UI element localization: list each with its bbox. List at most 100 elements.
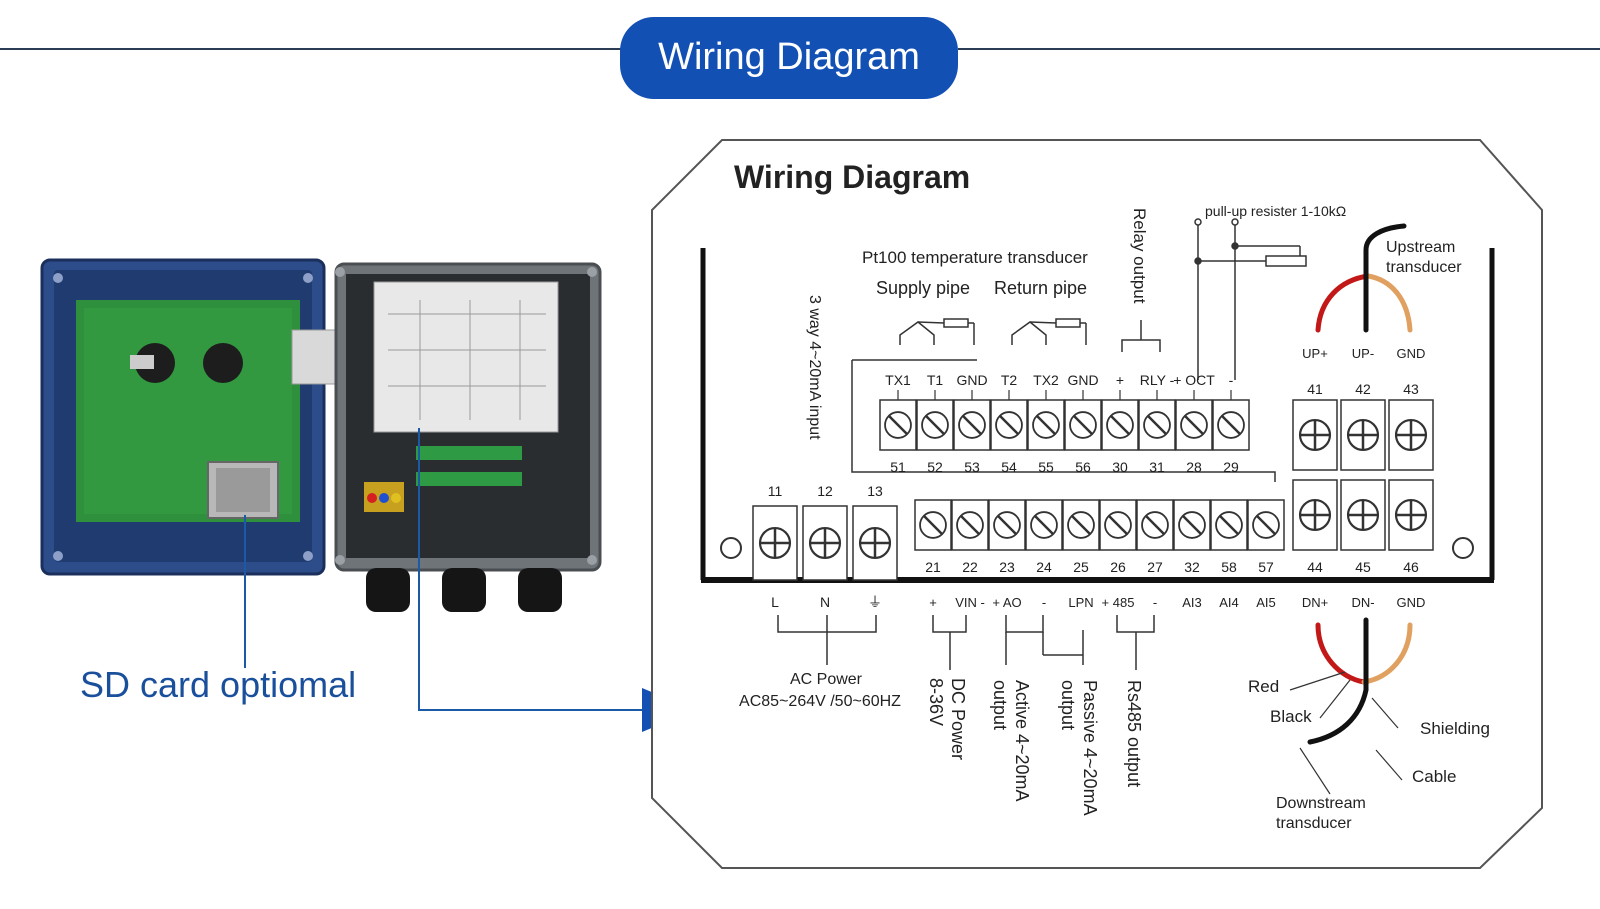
screw-terminal [852, 505, 898, 581]
terminal-label: + 485 [1102, 595, 1135, 610]
pullup-label: pull-up resister 1-10kΩ [1205, 203, 1346, 219]
screw-terminal [752, 505, 798, 581]
terminal-label: RLY - [1140, 372, 1175, 388]
ac-range-label: AC85~264V /50~60HZ [739, 693, 901, 710]
output-leader-lines [777, 615, 1155, 670]
terminal-number: 55 [1038, 459, 1054, 475]
terminal-label: - [1229, 372, 1234, 388]
screw-terminal [1173, 499, 1211, 551]
terminal-number: 11 [768, 483, 783, 499]
screw-terminal [1340, 479, 1386, 551]
pt100-symbols [851, 218, 1307, 482]
terminal-label: N [820, 594, 830, 610]
terminal-label: AI4 [1219, 595, 1239, 610]
relay-output-label: Relay output [1130, 208, 1149, 304]
terminal-number: 13 [867, 483, 883, 499]
screw-terminal [1175, 399, 1213, 451]
cable-label: Cable [1412, 767, 1456, 786]
terminal-number: 23 [999, 559, 1015, 575]
terminal-label: - [1153, 595, 1157, 610]
terminal-number: 51 [890, 459, 906, 475]
terminal-label: + [1116, 372, 1124, 388]
terminal-number: 22 [962, 559, 978, 575]
terminal-label: TX2 [1033, 372, 1059, 388]
terminal-number: 57 [1258, 559, 1274, 575]
red-wire-label: Red [1248, 677, 1279, 696]
terminal-label: L [771, 594, 779, 610]
screw-terminal [1062, 499, 1100, 551]
terminal-label: GND [956, 372, 987, 388]
screw-terminal [1138, 399, 1176, 451]
terminal-number: 27 [1147, 559, 1163, 575]
terminal-label: GND [1397, 595, 1426, 610]
screw-terminal [1247, 499, 1285, 551]
terminal-number: 42 [1355, 381, 1371, 397]
diagram-label-sticker [373, 281, 559, 433]
screw-terminal [1136, 499, 1174, 551]
screw-terminal [1212, 399, 1250, 451]
pt100-label: Pt100 temperature transducer [862, 248, 1088, 267]
terminal-number: 45 [1355, 559, 1371, 575]
screw-terminal [953, 399, 991, 451]
screw-terminal [990, 399, 1028, 451]
diagram-heading: Wiring Diagram [734, 159, 970, 195]
downstream-label-2: transducer [1276, 815, 1352, 832]
ac-power-label: AC Power [790, 671, 863, 688]
terminal-number: 12 [817, 483, 833, 499]
terminal-number: 41 [1307, 381, 1323, 397]
downstream-leaders [1289, 671, 1403, 795]
screw-terminal [1388, 399, 1434, 471]
supply-pipe-label: Supply pipe [876, 278, 970, 298]
dc-voltage-label: 8-36V [926, 678, 946, 726]
banner-title: Wiring Diagram [658, 36, 920, 78]
screw-terminal [988, 499, 1026, 551]
buzzer [135, 343, 175, 383]
terminal-label: GND [1397, 346, 1426, 361]
terminal-number: 58 [1221, 559, 1237, 575]
terminal-number: 43 [1403, 381, 1419, 397]
terminal-number: 56 [1075, 459, 1091, 475]
screw-terminal [1210, 499, 1248, 551]
terminal-label: LPN [1068, 595, 1093, 610]
terminal-label: DN+ [1302, 595, 1328, 610]
screw-terminal [1340, 399, 1386, 471]
dc-power-label: DC Power [948, 678, 968, 760]
terminal-strip-photo [416, 446, 522, 460]
screw-terminal [916, 399, 954, 451]
screw-terminal [1101, 399, 1139, 451]
screw-terminal [1025, 499, 1063, 551]
terminal-label: + OCT [1173, 372, 1215, 388]
cable-gland [366, 568, 410, 612]
terminal-number: 26 [1110, 559, 1126, 575]
terminal-number: 31 [1149, 459, 1165, 475]
black-wire-label: Black [1270, 707, 1312, 726]
terminal-number: 54 [1001, 459, 1017, 475]
screw-terminal [802, 505, 848, 581]
terminal-number: 28 [1186, 459, 1202, 475]
downstream-transducer-wires [1307, 617, 1413, 745]
terminal-label: TX1 [885, 372, 911, 388]
return-pipe-label: Return pipe [994, 278, 1087, 298]
terminal-label: + [929, 595, 937, 610]
active-output-label: Active 4~20mA [1012, 680, 1032, 802]
terminal-label: - [1042, 595, 1046, 610]
terminal-number: 44 [1307, 559, 1323, 575]
terminal-number: 29 [1223, 459, 1239, 475]
active-output-label-2: output [990, 680, 1010, 730]
terminal-number: 52 [927, 459, 943, 475]
terminal-label: + AO [992, 595, 1021, 610]
upstream-label-1: Upstream [1386, 239, 1455, 256]
device-photo [40, 258, 602, 612]
terminal-label: VIN - [955, 595, 985, 610]
terminal-label: AI5 [1256, 595, 1276, 610]
terminal-label: UP+ [1302, 346, 1328, 361]
terminal-number: 30 [1112, 459, 1128, 475]
upstream-label-2: transducer [1386, 259, 1462, 276]
screw-terminal [1099, 499, 1137, 551]
screw-terminal [1388, 479, 1434, 551]
